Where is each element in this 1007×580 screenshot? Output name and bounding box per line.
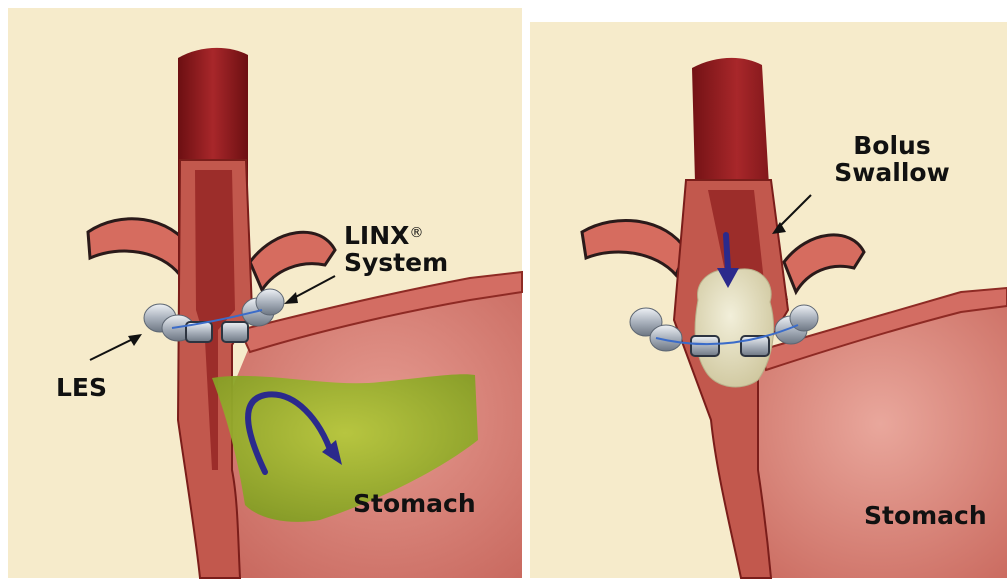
- registered-mark: ®: [409, 225, 423, 241]
- bolus: [695, 269, 774, 387]
- les-label: LES: [56, 374, 107, 401]
- stomach-label-left: Stomach: [353, 490, 476, 517]
- right-illustration: [526, 0, 1007, 580]
- left-panel: LINX® System LES Stomach: [0, 0, 530, 580]
- right-panel: Bolus Swallow Stomach: [526, 0, 1007, 580]
- bolus-swallow-label: Bolus Swallow: [817, 132, 967, 186]
- stomach-label-right: Stomach: [864, 502, 987, 529]
- system-label-text: System: [344, 248, 448, 277]
- linx-label-text: LINX: [344, 221, 409, 250]
- swallow-label-text: Swallow: [834, 158, 949, 187]
- swallow-arrow: [726, 235, 728, 270]
- linx-system-label: LINX® System: [344, 222, 448, 276]
- bolus-label-text: Bolus: [853, 131, 930, 160]
